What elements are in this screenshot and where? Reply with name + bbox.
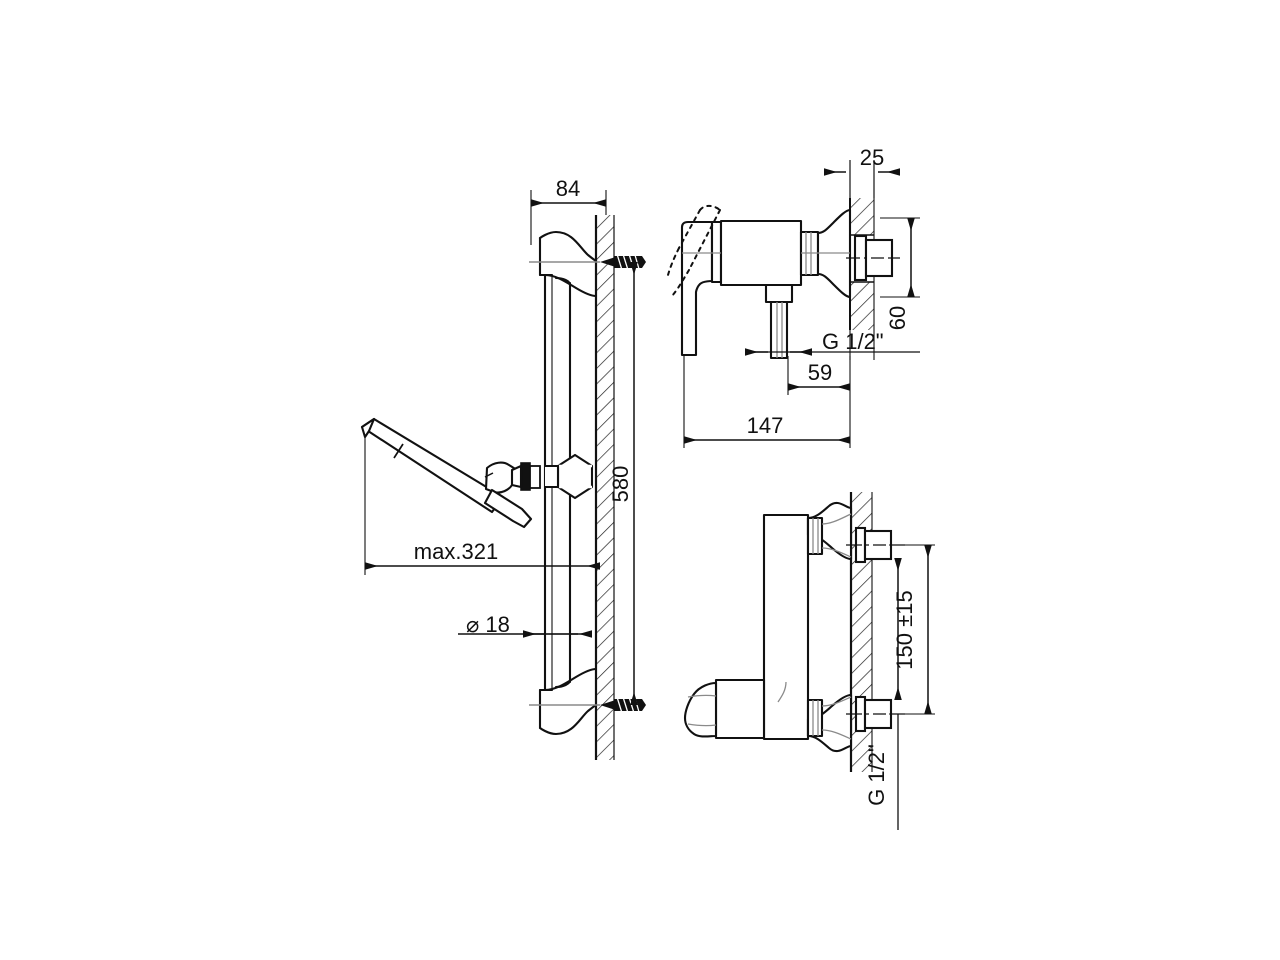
dim-label-84: 84 [556, 176, 580, 201]
dimension-25: 25 [824, 145, 900, 198]
dim-label-147: 147 [747, 413, 784, 438]
thread-label-front: G 1/2" [864, 714, 899, 830]
dimension-59: 59 [787, 356, 851, 395]
wall-anchor-bottom [529, 696, 646, 714]
mixer-side-thin-lines [682, 232, 850, 358]
dim-label-59: 59 [808, 360, 832, 385]
dimension-580: 580 [608, 262, 638, 705]
dimension-60: 60 [880, 217, 920, 330]
mixer-front-thin-lines [687, 513, 852, 740]
mixer-body-side [680, 208, 852, 360]
view-rail-side: 84 580 max.321 ⌀ 18 [360, 176, 646, 760]
dim-label-25: 25 [860, 145, 884, 170]
dim-label-max321: max.321 [414, 539, 498, 564]
dim-label-thread-side: G 1/2" [822, 329, 884, 354]
hand-shower [360, 417, 533, 529]
thread-label-side: G 1/2" [745, 329, 920, 356]
dimension-diameter-18: ⌀ 18 [458, 612, 592, 638]
dimension-147: 147 [683, 355, 851, 448]
dimension-84: 84 [530, 176, 607, 245]
dim-label-150-pm15: 150 ±15 [892, 590, 917, 669]
dim-label-580: 580 [608, 466, 633, 503]
view-mixer-front: 150 ±15 G 1/2" [683, 492, 935, 830]
shower-rail-assembly [538, 230, 598, 736]
view-mixer-side: 25 60 G 1/2" 59 147 [667, 145, 920, 448]
union-centerlines-front [846, 544, 905, 715]
dimension-150-pm15: 150 ±15 [889, 544, 935, 715]
dimension-max321: max.321 [364, 437, 600, 575]
dim-label-thread-front: G 1/2" [864, 744, 889, 806]
dim-label-60: 60 [885, 306, 910, 330]
lever-open-position-dotted [667, 204, 721, 297]
mixer-body-front [683, 501, 853, 753]
dim-label-diameter-18: ⌀ 18 [466, 612, 510, 637]
rail-slider-clamp [520, 453, 594, 500]
wall-anchor-top [529, 253, 646, 271]
